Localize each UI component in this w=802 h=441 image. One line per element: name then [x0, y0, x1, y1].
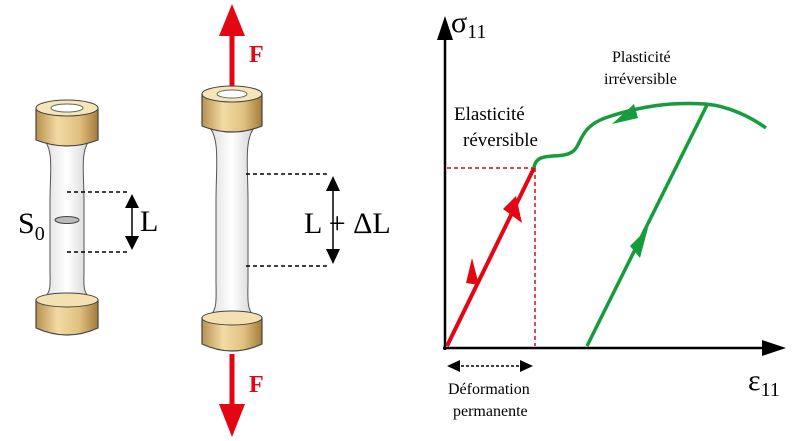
specimen-initial-bottom-grip	[35, 292, 99, 336]
section-subscript: 0	[35, 223, 45, 245]
stretched-length-label: L + ΔL	[304, 207, 391, 240]
unloading-line	[585, 104, 709, 347]
force-arrow-top	[219, 4, 245, 36]
svg-text:ε11: ε11	[748, 364, 780, 401]
plastic-curve	[532, 101, 768, 169]
elastic-down-arrow	[466, 258, 479, 285]
force-label-top: F	[249, 42, 264, 68]
specimen-initial-top-grip	[35, 99, 99, 147]
length-label: L	[140, 205, 158, 238]
svg-text:S0: S0	[18, 207, 45, 245]
unloading-arrow	[630, 228, 648, 258]
plastic-arrow	[612, 104, 638, 124]
svg-text:σ11: σ11	[451, 6, 486, 43]
y-axis-subscript: 11	[467, 21, 486, 43]
x-axis-label: ε	[748, 364, 761, 397]
specimen-stretched-top-grip	[201, 85, 263, 133]
stress-strain-graph: σ11 ε11 Elasticité réversible Plasticité…	[437, 6, 786, 420]
plastic-label-line2: irréversible	[604, 71, 677, 88]
plastic-label-line1: Plasticité	[612, 49, 671, 66]
y-axis-label: σ	[451, 6, 467, 39]
specimen-initial: S0 L	[18, 99, 158, 336]
elastic-label-line2: réversible	[463, 130, 538, 151]
specimen-stretched-bottom-grip	[201, 310, 263, 352]
specimen-stretched: F F L + ΔL	[201, 4, 391, 437]
specimen-stretched-shaft	[206, 127, 258, 319]
elastic-label-line1: Elasticité	[454, 104, 525, 125]
section-symbol: S	[18, 207, 35, 240]
force-arrow-bottom	[219, 404, 245, 437]
elastic-up-arrow	[503, 196, 522, 223]
elastic-curve	[445, 167, 536, 347]
cross-section	[54, 216, 80, 224]
permanent-label-line1: Déformation	[448, 381, 530, 398]
force-label-bottom: F	[249, 372, 264, 398]
permanent-label-line2: permanente	[453, 403, 528, 420]
x-axis-subscript: 11	[761, 379, 780, 401]
